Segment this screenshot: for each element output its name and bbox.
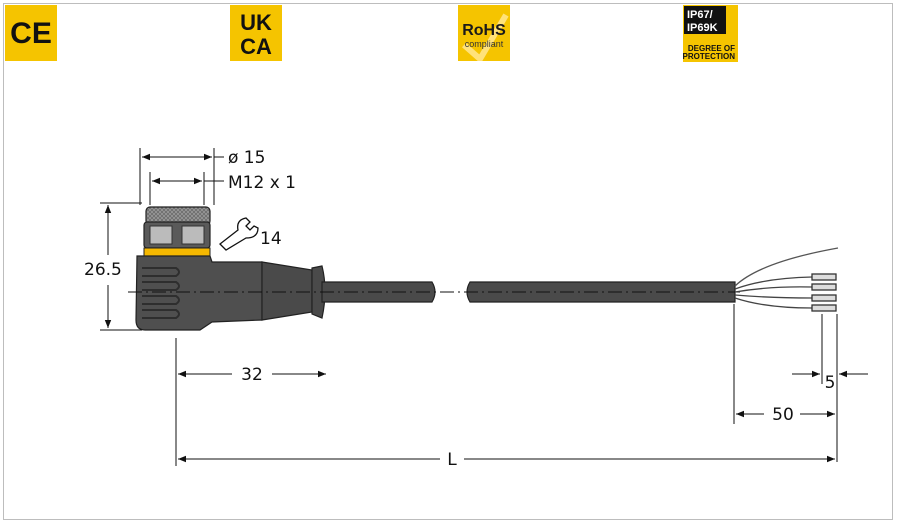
cable-right-segment [466, 281, 736, 303]
dimension-L-label: L [447, 450, 457, 470]
wire-ends [734, 247, 839, 312]
dimension-diameter-label: ø 15 [228, 148, 265, 168]
drawing-frame [3, 3, 893, 520]
dimension-height [100, 202, 142, 331]
rohs-check-icon [462, 13, 509, 61]
ip-line4: PROTECTION [683, 52, 735, 61]
dimension-5 [792, 314, 868, 462]
ip-line3: DEGREE OF [688, 44, 735, 53]
rohs-subtitle: compliant [465, 39, 504, 49]
ce-mark-badge: CE [5, 5, 57, 61]
dimension-L [175, 388, 835, 466]
dimension-height-label: 26.5 [84, 260, 122, 280]
dimension-thread-label: M12 x 1 [228, 173, 296, 193]
dimension-50-label: 50 [772, 405, 794, 425]
ukca-line1: UK [240, 10, 272, 35]
ip-line1: IP67/ [687, 9, 713, 21]
rohs-title: RoHS [462, 22, 506, 39]
angled-connector-body [135, 255, 326, 331]
ip-rating-badge: IP67/ IP69K DEGREE OF PROTECTION [683, 5, 738, 62]
rohs-badge: RoHS compliant [458, 5, 510, 61]
wrench-size-label: 14 [260, 229, 282, 249]
dimension-32 [175, 338, 326, 388]
coupling-nut [143, 206, 211, 257]
ce-mark-text: CE [10, 17, 52, 50]
ukca-line2: CA [240, 34, 272, 59]
dimension-diameter [139, 148, 224, 205]
dimension-32-label: 32 [241, 365, 263, 385]
dimension-thread [149, 172, 224, 205]
ukca-mark-badge: UK CA [230, 5, 282, 61]
dimension-5-label: 5 [825, 373, 836, 393]
ip-line2: IP69K [687, 22, 718, 34]
dimension-50 [733, 304, 835, 424]
wrench-icon [219, 217, 259, 251]
